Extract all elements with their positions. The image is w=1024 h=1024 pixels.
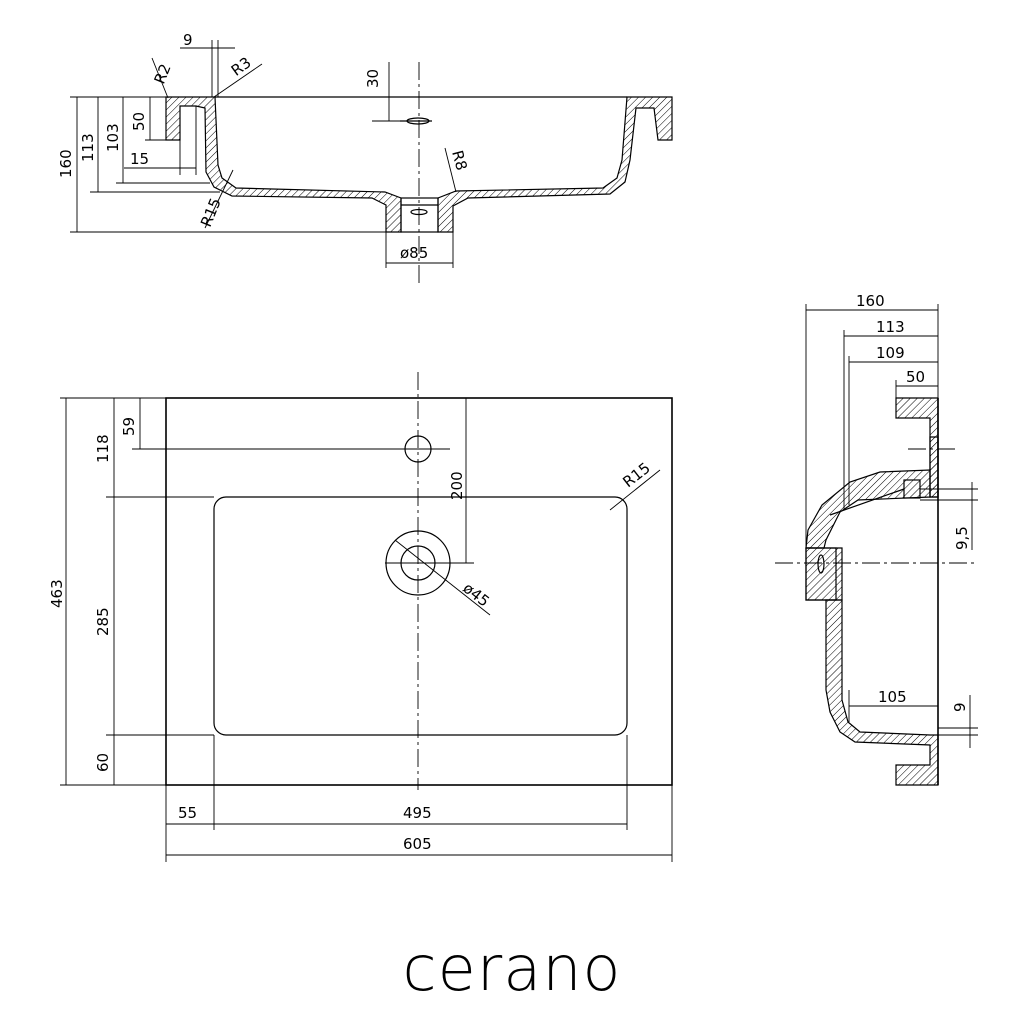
dim-200-label: 200	[448, 471, 466, 500]
dim-side-9-label: 9	[951, 702, 969, 712]
plan-outline	[165, 397, 673, 786]
dim-15-label: 15	[130, 150, 149, 168]
dim-r2-leader	[151, 57, 169, 99]
side-drain-insert	[805, 547, 837, 601]
section-shell-left	[165, 96, 402, 233]
side-view: 160 113 109 50 9,5 105 9	[775, 292, 978, 786]
side-drain-slot	[817, 554, 825, 574]
brand-logo: cerano	[403, 932, 622, 1005]
dim-105-label: 105	[878, 688, 907, 706]
dim-side-50-label: 50	[906, 368, 925, 386]
dim-285-label: 285	[94, 607, 112, 636]
dim-50-label: 50	[130, 112, 148, 131]
dim-plan-r15-leader	[609, 469, 661, 511]
side-upper-shell	[929, 436, 939, 498]
dim-r8-label: R8	[448, 148, 471, 172]
dim-160-label: 160	[57, 149, 75, 178]
dim-495-label: 495	[403, 804, 432, 822]
drain-insert	[400, 197, 439, 233]
plan-view: 463 118 59 285 60 200 R15 ø45 55 495 605	[48, 372, 673, 862]
dim-r15-label: R15	[197, 195, 225, 229]
dim-side-113-label: 113	[876, 318, 905, 336]
dim-60-label: 60	[94, 753, 112, 772]
dim-side-160-label: 160	[856, 292, 885, 310]
dim-9-label: 9	[183, 31, 193, 49]
dim-side-109-label: 109	[876, 344, 905, 362]
dim-118-label: 118	[94, 434, 112, 463]
section-shell-right	[437, 96, 673, 233]
dim-r2-label: R2	[151, 61, 175, 86]
dim-plan-r15-label: R15	[619, 459, 653, 491]
dim-45-leader	[394, 539, 491, 616]
dim-605-label: 605	[403, 835, 432, 853]
side-basin-top-shell	[805, 469, 931, 549]
dim-85-label: ø85	[400, 244, 428, 262]
dim-45-label: ø45	[460, 579, 493, 611]
dim-463-label: 463	[48, 579, 66, 608]
dim-r3-leader	[213, 63, 263, 98]
dim-r8-leader	[444, 147, 457, 193]
tap-hole-slot	[406, 117, 430, 125]
dim-9-5-label: 9,5	[953, 526, 971, 550]
dim-r15-leader	[204, 169, 234, 229]
dim-113-label: 113	[79, 133, 97, 162]
dim-103-label: 103	[104, 123, 122, 152]
side-basin-bottom-shell	[825, 599, 939, 786]
plan-bowl	[213, 496, 628, 736]
dim-59-label: 59	[120, 417, 138, 436]
side-overflow-pipe	[829, 488, 905, 516]
dim-r3-label: R3	[228, 53, 255, 79]
dim-30-label: 30	[364, 69, 382, 88]
section-view: 9 R2 R3 30 160 113 103 50 15 R8	[57, 31, 673, 285]
dim-55-label: 55	[178, 804, 197, 822]
